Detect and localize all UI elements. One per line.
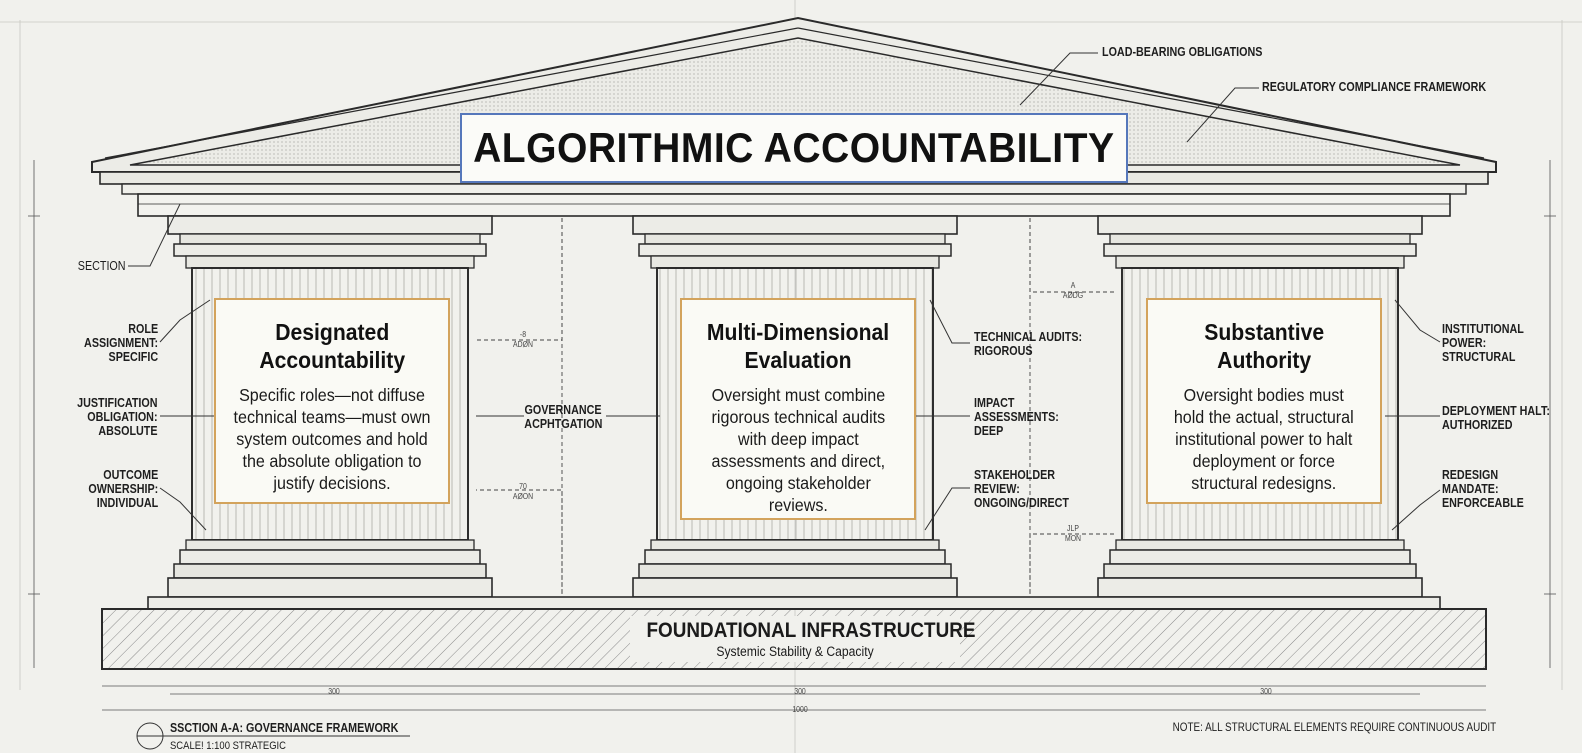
label-justification: JUSTIFICATION OBLIGATION: ABSOLUTE	[77, 396, 158, 438]
dim-label-right-top: A AØDG	[1062, 281, 1084, 300]
dim-label-left-top: -8 ADØN	[513, 330, 533, 349]
label-institutional: INSTITUTIONAL POWER: STRUCTURAL	[1442, 322, 1524, 364]
label-role-assignment: ROLE ASSIGNMENT: SPECIFIC	[83, 322, 158, 364]
pillar-panel-3: Substantive Authority Oversight bodies m…	[1146, 298, 1382, 504]
dim-label-left-bottom: 70 AØON	[512, 482, 534, 501]
foundation-subtitle: Systemic Stability & Capacity	[716, 644, 874, 659]
pillar-2-body: Oversight must combine rigorous technica…	[711, 385, 885, 515]
label-section: SECTION	[78, 259, 126, 273]
dim-total: 1000	[792, 705, 808, 714]
label-load-bearing: LOAD-BEARING OBLIGATIONS	[1102, 45, 1263, 59]
dim-bay-2: 300	[794, 687, 806, 696]
pillar-1-body: Specific roles—not diffuse technical tea…	[233, 385, 431, 493]
footer-scale: SCALE! 1:100 STRATEGIC	[170, 740, 287, 752]
label-impact: IMPACT ASSESSMENTS: DEEP	[974, 396, 1059, 438]
footer-section-title: SSCTION A-A: GOVERNANCE FRAMEWORK	[170, 721, 399, 735]
foundation-block	[101, 596, 1487, 670]
label-technical-audits: TECHNICAL AUDITS: RIGOROUS	[974, 330, 1083, 358]
foundation-title: FOUNDATIONAL INFRASTRUCTURE	[646, 619, 976, 642]
pillar-panel-1: Designated Accountability Specific roles…	[214, 298, 450, 504]
dim-bay-1: 300	[328, 687, 340, 696]
label-deployment-halt: DEPLOYMENT HALT: AUTHORIZED	[1442, 404, 1550, 432]
dim-label-right-bottom: JLP MON	[1064, 524, 1082, 543]
pillar-1-heading: Designated Accountability	[259, 319, 405, 373]
label-outcome: OUTCOME OWNERSHIP: INDIVIDUAL	[88, 468, 158, 510]
dim-bay-3: 300	[1260, 687, 1272, 696]
label-stakeholder: STAKEHOLDER REVIEW: ONGOING/DIRECT	[974, 468, 1069, 510]
footer-note: NOTE: ALL STRUCTURAL ELEMENTS REQUIRE CO…	[1172, 722, 1496, 734]
pillar-3-heading: Substantive Authority	[1204, 319, 1324, 373]
label-redesign: REDESIGN MANDATE: ENFORCEABLE	[1442, 468, 1524, 510]
pillar-3-body: Oversight bodies must hold the actual, s…	[1174, 385, 1354, 493]
pillar-panel-2: Multi-Dimensional Evaluation Oversight m…	[680, 298, 916, 520]
diagram-title: ALGORITHMIC ACCOUNTABILITY	[473, 124, 1115, 171]
pillar-2-heading: Multi-Dimensional Evaluation	[706, 319, 890, 373]
label-governance: GOVERNANCE ACPHTGATION	[524, 403, 603, 431]
label-regulatory: REGULATORY COMPLIANCE FRAMEWORK	[1262, 80, 1487, 94]
title-box: ALGORITHMIC ACCOUNTABILITY	[460, 113, 1128, 183]
